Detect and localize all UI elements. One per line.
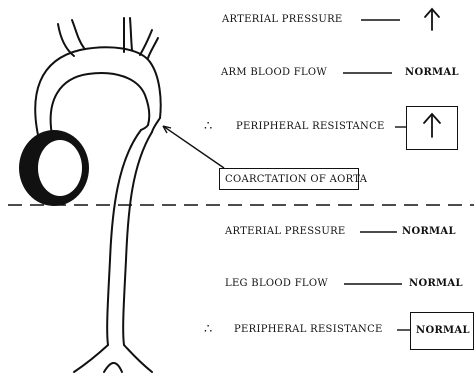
arterial-pressure-label-upper: ARTERIAL PRESSURE <box>222 14 343 26</box>
coarctation-callout-pointer <box>163 126 224 168</box>
arrow-up-icon <box>425 9 439 30</box>
left-branch-vessel <box>58 24 74 56</box>
coarctation-narrowing-inner <box>141 125 148 130</box>
leg-blood-flow-value: NORMAL <box>409 278 463 290</box>
therefore-symbol-lower: ∴ <box>204 324 213 336</box>
left-branch-vessel-inner <box>72 20 84 48</box>
coarctation-narrowing <box>152 118 160 132</box>
heart-inner <box>38 140 82 196</box>
left-iliac-branch <box>74 345 108 372</box>
middle-branch-vessel-inner <box>130 18 132 50</box>
arterial-pressure-value-lower: NORMAL <box>402 226 456 238</box>
leg-blood-flow-label: LEG BLOOD FLOW <box>225 278 328 290</box>
peripheral-resistance-label-lower: PERIPHERAL RESISTANCE <box>234 324 383 336</box>
descending-aorta-right <box>123 132 152 345</box>
arm-blood-flow-label: ARM BLOOD FLOW <box>221 67 327 79</box>
right-branch-vessel-inner <box>148 38 158 58</box>
arm-blood-flow-value: NORMAL <box>405 67 459 79</box>
aortic-arch-outer <box>35 47 160 135</box>
peripheral-resistance-value-lower: NORMAL <box>410 312 474 350</box>
bifurcation-crotch <box>104 363 122 372</box>
therefore-symbol-upper: ∴ <box>204 121 213 133</box>
peripheral-resistance-box-upper <box>406 106 458 150</box>
right-iliac-branch <box>124 345 152 372</box>
aortic-arch-inner <box>51 73 150 135</box>
coarctation-callout-label: COARCTATION OF AORTA <box>219 168 359 190</box>
peripheral-resistance-label-upper: PERIPHERAL RESISTANCE <box>236 121 385 133</box>
arterial-pressure-label-lower: ARTERIAL PRESSURE <box>225 226 346 238</box>
